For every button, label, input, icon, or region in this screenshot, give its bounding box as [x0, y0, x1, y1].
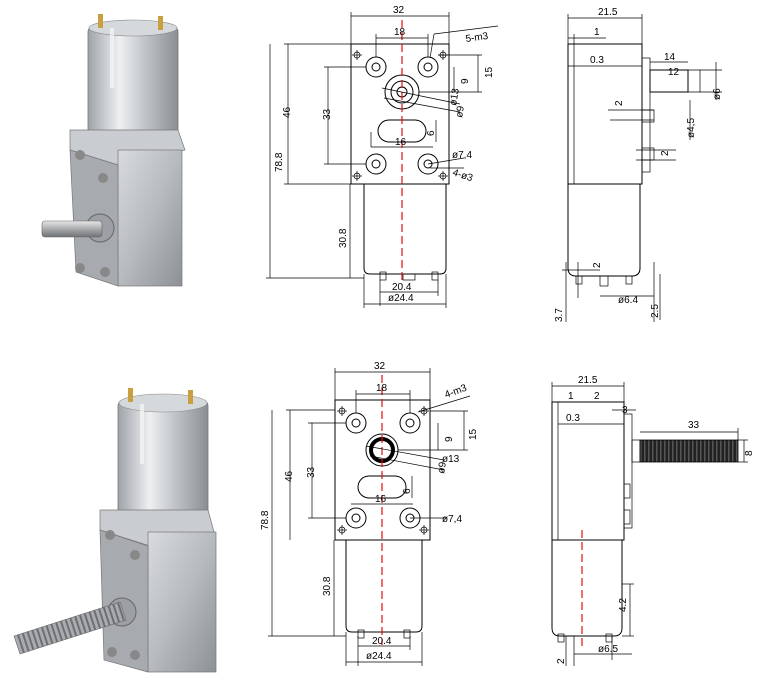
bdim-height: 46	[284, 470, 295, 482]
side-dim-14: 14	[664, 52, 676, 63]
bside-dim-8: 8	[744, 450, 755, 456]
bdim-d13: ø13	[442, 454, 460, 465]
dim-hole-spacing: 18	[394, 27, 406, 38]
side-dim-03: 0.3	[590, 55, 604, 66]
side-dim-2a: 2	[614, 100, 625, 106]
dim-6: 6	[426, 130, 437, 136]
dim-thread: 5-m3	[465, 31, 490, 45]
dim-15: 15	[484, 66, 495, 78]
bside-dim-42: 4.2	[618, 598, 629, 612]
dim-thread2: 4-ø3	[451, 167, 474, 184]
bdim-hole-spacing: 18	[376, 383, 388, 394]
top-side-drawing: 21.5 1 0.3 14 12 ø6 ø4,5 2 2 2 3.7 ø6.4 …	[554, 7, 723, 322]
bdim-thread: 4-m3	[443, 383, 469, 401]
side-dim-12: 12	[668, 67, 680, 78]
bdim-slot: 16	[375, 494, 387, 505]
side-dim-d45: ø4,5	[686, 118, 697, 138]
side-dim-2c: 2	[592, 262, 603, 268]
bside-dim-2b: 2	[556, 658, 567, 664]
dim-width: 32	[393, 5, 405, 16]
bdim-bottom2: ø24.4	[366, 651, 392, 662]
dim-bottom1: 20.4	[392, 282, 412, 293]
bside-dim-03: 0.3	[566, 413, 580, 424]
side-dim-25: 2.5	[650, 304, 661, 318]
dim-9: 9	[460, 78, 471, 84]
bdim-9: 9	[444, 436, 455, 442]
bside-dim-33: 33	[688, 420, 700, 431]
side-dim-1: 1	[594, 27, 600, 38]
bdim-motor: 30.8	[322, 576, 333, 596]
bdim-total: 78.8	[260, 510, 271, 530]
bdim-d74: ø7,4	[442, 514, 462, 525]
bside-dim-2: 2	[594, 391, 600, 402]
bdim-height-inner: 33	[306, 466, 317, 478]
dim-height: 46	[282, 106, 293, 118]
side-dim-d6: ø6	[712, 88, 723, 100]
dim-d74: ø7,4	[452, 150, 472, 161]
bdim-bottom1: 20.4	[372, 636, 392, 647]
bdim-15: 15	[468, 428, 479, 440]
threaded-shaft	[639, 439, 739, 463]
side-dim-37: 3.7	[554, 308, 565, 322]
dim-d9: ø9	[454, 105, 467, 119]
side-dim-width: 21.5	[598, 7, 618, 18]
bottom-front-drawing: 32 18 4-m3 46 33 78.8 30.8 9 15 ø13 ø9 6…	[260, 361, 479, 666]
bdim-d9: ø9	[436, 461, 449, 475]
bside-dim-1: 1	[568, 391, 574, 402]
dim-height-inner: 33	[322, 108, 333, 120]
top-front-drawing: 32 18 5-m3 46 33 78.8 30.8 9 15 ø13 ø9 6…	[266, 5, 499, 308]
bdim-width: 32	[374, 361, 386, 372]
dim-total: 78.8	[274, 152, 285, 172]
bside-dim-width: 21.5	[578, 375, 598, 386]
bdim-6: 6	[402, 488, 413, 494]
dim-d13: ø13	[448, 87, 462, 106]
bside-dim-d65: ø6.5	[598, 644, 618, 655]
motor-photo-top	[41, 14, 186, 287]
dim-motor: 30.8	[338, 228, 349, 248]
motor-photo-bottom	[13, 388, 217, 673]
dim-bottom2: ø24.4	[388, 293, 414, 304]
bside-dim-3: 3	[622, 405, 628, 416]
side-dim-2b: 2	[660, 150, 671, 156]
dim-slot: 16	[395, 137, 407, 148]
side-dim-d64: ø6.4	[618, 295, 638, 306]
bottom-side-drawing: 21.5 1 2 3 0.3 33 8 4.2 2 ø6.5	[551, 375, 755, 666]
